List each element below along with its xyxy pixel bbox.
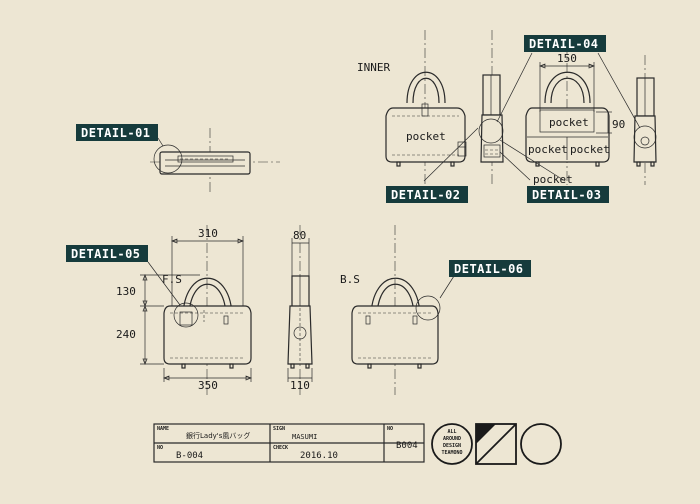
- inner-side-view-right: [633, 55, 657, 185]
- pocket-label-left: pocket: [528, 143, 568, 156]
- inner-open-view: pocket pocket pocket 150 90 pocket: [499, 45, 625, 186]
- dim-side-top-depth: 80: [293, 229, 306, 242]
- detail-tag-01: DETAIL-01: [76, 124, 158, 141]
- detail-tag-03: DETAIL-03: [527, 186, 609, 203]
- inner-side-view: [478, 30, 504, 185]
- logo-line-3: DESIGN: [443, 443, 461, 449]
- name-label: NAME: [157, 426, 169, 432]
- logo-line-2: AROUND: [443, 436, 461, 442]
- top-view: [150, 128, 280, 192]
- detail-04-label: DETAIL-04: [529, 37, 599, 51]
- back-side-label: B.S: [340, 273, 360, 286]
- logo-line-1: ALL: [447, 429, 456, 435]
- name-value: 銀行Lady's風バッグ: [186, 431, 250, 440]
- detail-02-label: DETAIL-02: [391, 188, 461, 202]
- no2-value: B004: [396, 441, 418, 451]
- sign-value: MASUMI: [292, 433, 317, 441]
- detail-05-label: DETAIL-05: [71, 247, 141, 261]
- dim-inner-pocket-width: 150: [557, 52, 577, 65]
- logo-line-4: TEAMONO: [441, 450, 462, 456]
- check-label: CHECK: [273, 445, 288, 451]
- inner-front-view: INNER pocket: [357, 30, 467, 185]
- dim-body-height: 240: [116, 328, 136, 341]
- logo-triangle-icon: [476, 424, 496, 444]
- callout-leaders: [147, 52, 641, 306]
- detail-01-label: DETAIL-01: [81, 126, 151, 140]
- back-side-view: B.S: [340, 225, 441, 395]
- dim-bottom-width: 350: [198, 379, 218, 392]
- front-side-view: F.S 310 350 130 240: [116, 225, 252, 395]
- dim-side-bottom-depth: 110: [290, 379, 310, 392]
- dim-handle-height: 130: [116, 285, 136, 298]
- detail-tag-05: DETAIL-05: [66, 245, 148, 262]
- teamono-logo: ALL AROUND DESIGN TEAMONO: [431, 423, 562, 465]
- inner-label: INNER: [357, 61, 390, 74]
- no-label: NO: [157, 445, 163, 451]
- detail-tag-02: DETAIL-02: [386, 186, 468, 203]
- detail-03-label: DETAIL-03: [532, 188, 602, 202]
- side-view: 80 110: [287, 225, 313, 395]
- pocket-callout-label: pocket: [533, 173, 573, 186]
- no-value: B-004: [176, 451, 203, 461]
- inner-pocket-label: pocket: [406, 130, 446, 143]
- title-block: NAME 銀行Lady's風バッグ SIGN MASUMI NO B-004 C…: [153, 423, 425, 463]
- detail-tag-04: DETAIL-04: [524, 35, 606, 52]
- detail-tag-06: DETAIL-06: [449, 260, 531, 277]
- pocket-label-right: pocket: [570, 143, 610, 156]
- no2-label: NO: [387, 426, 393, 432]
- detail-06-label: DETAIL-06: [454, 262, 524, 276]
- dim-inner-pocket-height: 90: [612, 118, 625, 131]
- sign-label: SIGN: [273, 426, 285, 432]
- check-value: 2016.10: [300, 451, 338, 461]
- dim-top-width: 310: [198, 227, 218, 240]
- pocket-label-upper: pocket: [549, 116, 589, 129]
